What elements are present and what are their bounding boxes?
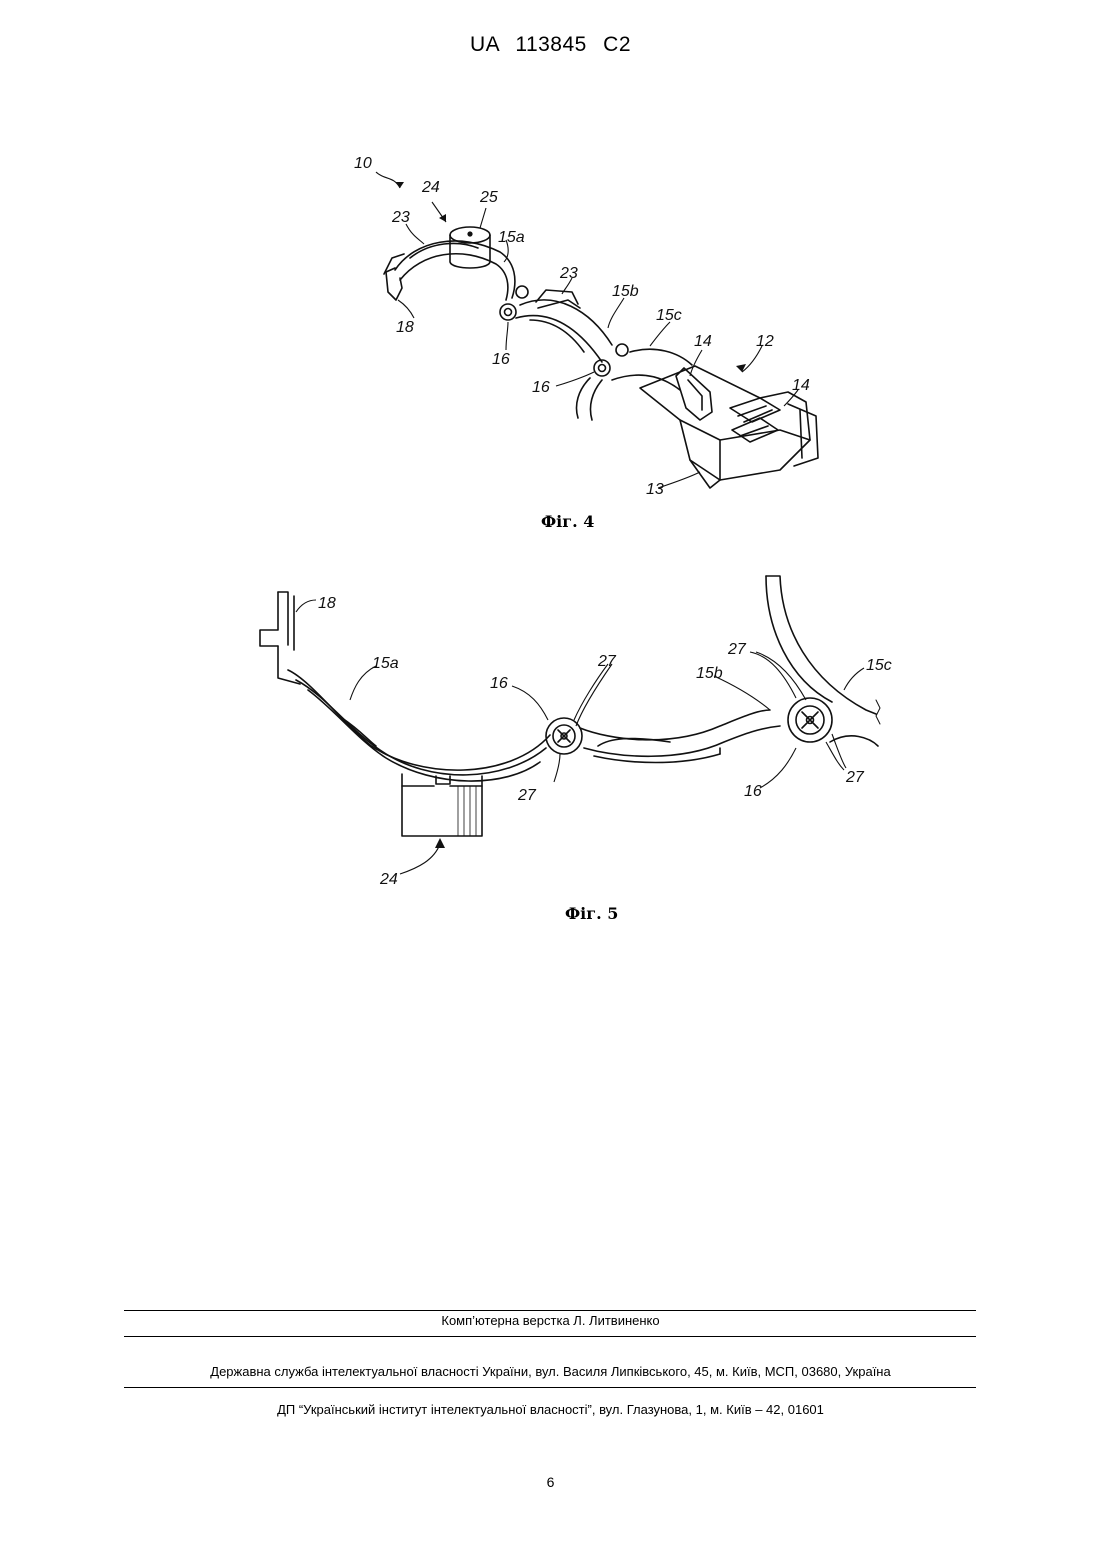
fig4-label-23-left: 23 bbox=[391, 209, 410, 226]
fig4-label-15a: 15a bbox=[498, 229, 525, 246]
fig4-label-15c: 15c bbox=[656, 307, 682, 324]
fig4-label-10: 10 bbox=[354, 155, 372, 172]
footer-rule-bottom bbox=[124, 1387, 976, 1388]
figure-5-drawing: 18 15a 16 27 27 15b 27 15c 27 16 24 bbox=[250, 570, 910, 900]
patent-number-header: UA 113845 C2 bbox=[0, 33, 1101, 57]
fig5-label-15a: 15a bbox=[372, 655, 399, 672]
fig5-label-15c: 15c bbox=[866, 657, 892, 674]
figure-4-drawing: 10 24 25 23 15a 23 15b 15c 14 12 14 18 1… bbox=[340, 140, 830, 510]
fig4-label-14-right: 14 bbox=[792, 377, 810, 394]
fig5-label-18: 18 bbox=[318, 595, 336, 612]
fig4-label-24: 24 bbox=[421, 179, 440, 196]
fig5-label-16-right: 16 bbox=[744, 783, 762, 800]
fig4-label-14-top: 14 bbox=[694, 333, 712, 350]
footer-rule-top bbox=[124, 1310, 976, 1311]
fig5-label-27-bottom-right: 27 bbox=[845, 769, 865, 786]
fig4-label-25: 25 bbox=[479, 189, 498, 206]
page-number: 6 bbox=[0, 1474, 1101, 1490]
fig4-label-16-right: 16 bbox=[532, 379, 550, 396]
institute-address: ДП “Український інститут інтелектуальної… bbox=[0, 1402, 1101, 1417]
figure-4-caption: Фіг. 4 bbox=[541, 512, 594, 531]
fig5-label-16-left: 16 bbox=[490, 675, 508, 692]
fig4-label-12: 12 bbox=[756, 333, 774, 350]
fig5-label-27-top-left: 27 bbox=[597, 653, 617, 670]
fig4-label-15b: 15b bbox=[612, 283, 639, 300]
fig5-label-24: 24 bbox=[379, 871, 398, 888]
fig5-label-27-top-right: 27 bbox=[727, 641, 747, 658]
figure-5-caption: Фіг. 5 bbox=[565, 904, 618, 923]
fig4-label-23-middle: 23 bbox=[559, 265, 578, 282]
fig5-label-27-bottom-left: 27 bbox=[517, 787, 537, 804]
fig4-label-16-left: 16 bbox=[492, 351, 510, 368]
layout-credit: Комп’ютерна верстка Л. Литвиненко bbox=[0, 1313, 1101, 1328]
office-address: Державна служба інтелектуальної власност… bbox=[0, 1364, 1101, 1379]
footer-rule-middle bbox=[124, 1336, 976, 1337]
fig5-label-15b: 15b bbox=[696, 665, 723, 682]
fig4-label-13: 13 bbox=[646, 481, 664, 498]
fig4-label-18: 18 bbox=[396, 319, 414, 336]
